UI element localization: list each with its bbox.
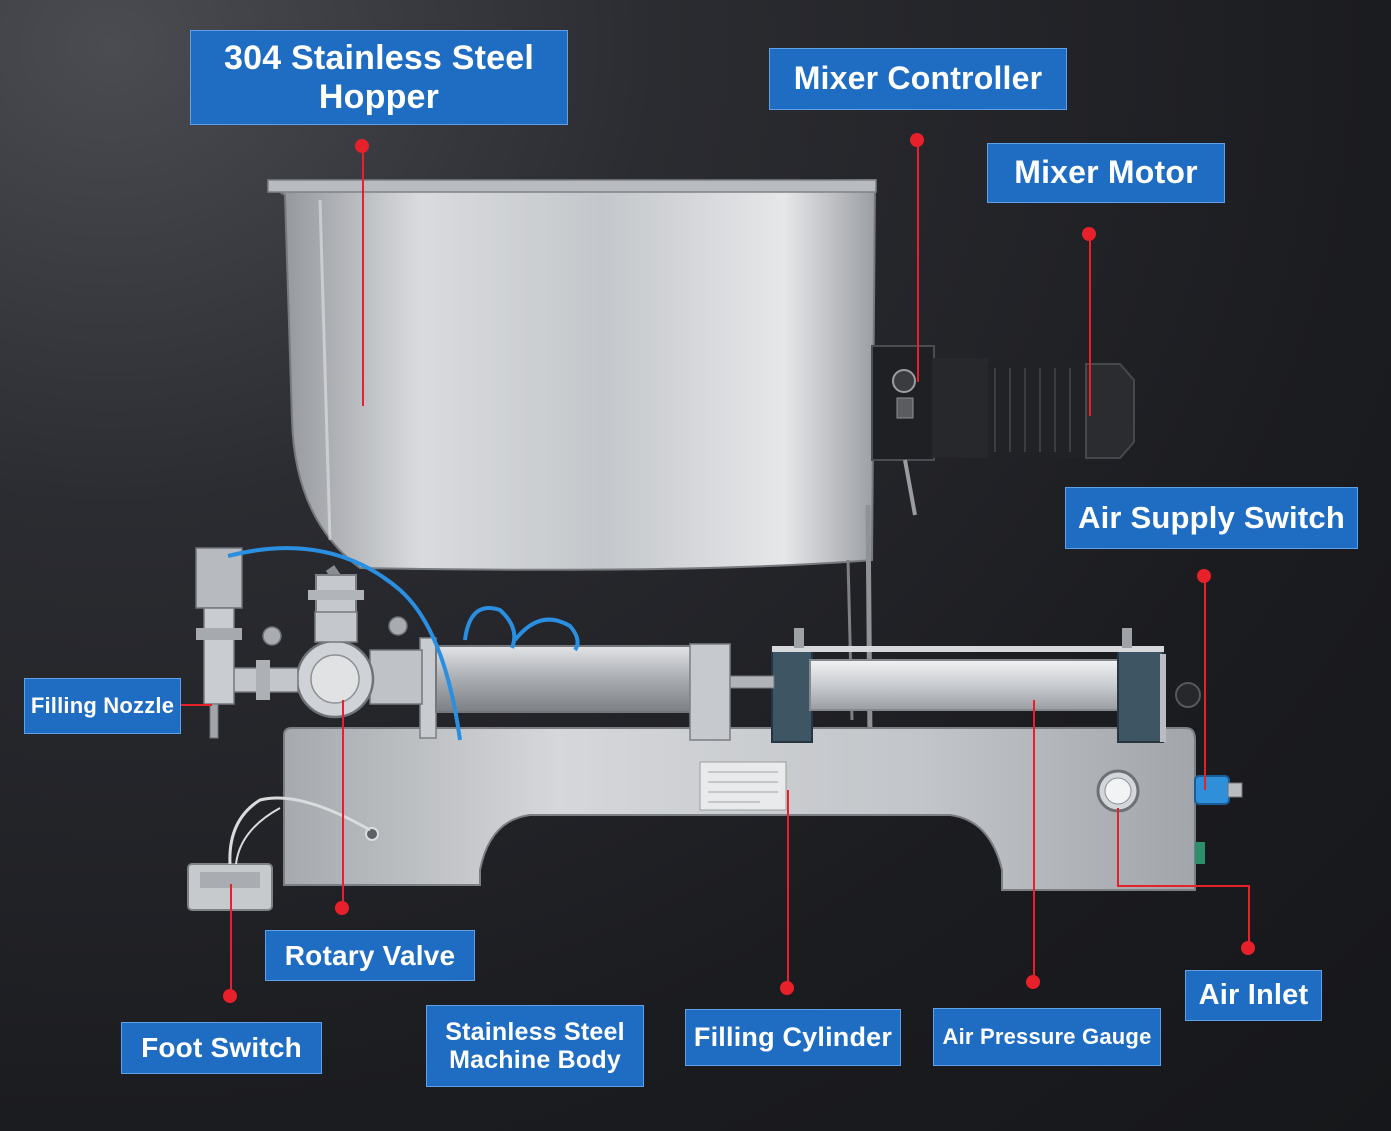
machine-body-shape xyxy=(283,727,1196,891)
filling-cylinder-shape xyxy=(419,637,731,741)
label-filling-nozzle: Filling Nozzle xyxy=(24,678,181,734)
filling-nozzle-shape xyxy=(195,547,299,739)
leader-line xyxy=(1089,234,1091,416)
air-supply-switch-knob xyxy=(1175,682,1201,708)
air-inlet-fitting xyxy=(1194,775,1243,864)
label-rotary-valve: Rotary Valve xyxy=(265,930,475,981)
air-tubing xyxy=(227,546,580,741)
leader-line xyxy=(342,700,344,908)
label-machine-body: Stainless Steel Machine Body xyxy=(426,1005,644,1087)
leader-line xyxy=(787,790,789,988)
leader-line xyxy=(230,884,232,996)
label-air-supply-switch: Air Supply Switch xyxy=(1065,487,1358,549)
leader-line xyxy=(180,704,212,706)
label-foot-switch: Foot Switch xyxy=(121,1022,322,1074)
marker-dot xyxy=(1241,941,1255,955)
rotary-valve-shape xyxy=(262,611,423,719)
leader-line xyxy=(1204,576,1206,790)
mixer-controller-box xyxy=(871,345,935,516)
marker-dot xyxy=(1082,227,1096,241)
leader-line xyxy=(1033,700,1035,982)
leader-line xyxy=(362,146,364,406)
label-mixer-controller: Mixer Controller xyxy=(769,48,1067,110)
marker-dot xyxy=(910,133,924,147)
hopper-shape xyxy=(266,178,877,603)
label-filling-cylinder: Filling Cylinder xyxy=(685,1009,901,1066)
leader-line xyxy=(1248,885,1250,947)
mixer-motor-body xyxy=(932,358,1135,459)
marker-dot xyxy=(335,901,349,915)
label-mixer-motor: Mixer Motor xyxy=(987,143,1225,203)
label-hopper: 304 Stainless Steel Hopper xyxy=(190,30,568,125)
label-air-inlet: Air Inlet xyxy=(1185,970,1322,1021)
leader-line xyxy=(1117,885,1249,887)
marker-dot xyxy=(355,139,369,153)
marker-dot xyxy=(1026,975,1040,989)
marker-dot xyxy=(780,981,794,995)
marker-dot xyxy=(1197,569,1211,583)
leader-line xyxy=(1117,808,1119,886)
marker-dot xyxy=(223,989,237,1003)
label-air-pressure-gauge: Air Pressure Gauge xyxy=(933,1008,1161,1066)
air-pressure-gauge-shape xyxy=(1096,769,1140,813)
leader-line xyxy=(917,140,919,382)
air-cylinder-shape xyxy=(771,628,1166,743)
